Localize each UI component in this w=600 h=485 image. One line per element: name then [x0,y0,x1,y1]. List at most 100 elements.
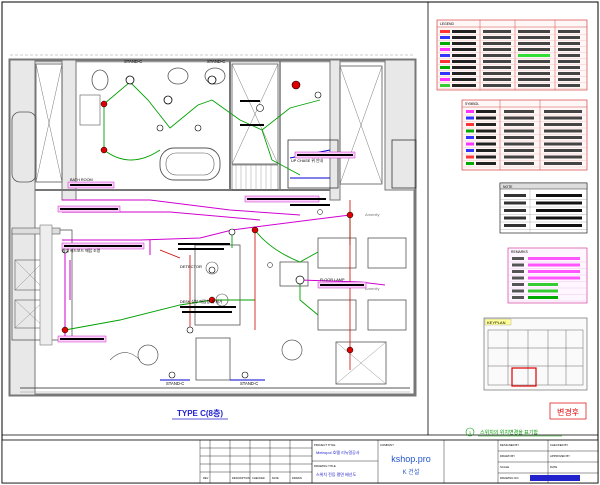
legend-a-text [452,48,476,51]
project-label: PROJECT TITLE [314,443,335,447]
legend-a-text [518,60,550,63]
legend-b-text [544,136,582,139]
legend-d-bar [528,270,580,273]
legend-a-text [518,66,550,69]
legend-a-text [518,84,550,87]
legend-a-text [558,36,580,39]
legend-a-text [518,78,550,81]
legend-d-text [512,283,524,286]
approved-by: APPROVED BY [550,454,570,458]
legend-b-text [544,149,582,152]
legend-a-swatch [440,84,450,87]
sofa-note: FLOOR LAMP [320,278,345,282]
legend-a-text [483,54,511,57]
legend-c-text [504,209,526,212]
legend-table-c-title: NOTE [503,185,513,189]
legend-c-text [536,224,582,227]
legend-a-text [483,78,511,81]
window-seat [195,337,231,381]
designed-by: DESIGNED BY [500,443,519,447]
legend-d-bar [528,263,580,267]
legend-a-text [483,60,511,63]
lamp-note: 침대 헤드보드 매립 조명 [62,248,101,253]
amenity-label-2: Amenity [365,286,379,291]
title-block: REV DESCRIPTION DATE DRAWN CHECKED PROJE… [1,439,599,484]
legend-a-text [518,42,550,45]
company-label: COMPANY [380,443,394,447]
legend-b-text [476,136,496,139]
legend-b-text [476,116,496,120]
legend-a-text [452,42,476,45]
stand-label-bottom-2: STAND-C [240,381,258,386]
legend-a-text [558,66,580,69]
legend-a-text [452,60,476,63]
legend-a-text [452,84,476,87]
legend-a-text [558,48,580,51]
legend-a-text [558,42,580,45]
legend-b-text [504,116,534,120]
brand-text: kshop.pro [391,454,431,464]
revision-stamp: 변경후 [557,407,579,417]
legend-a-text [483,30,511,33]
basin-1 [167,67,189,85]
legend-table-b: SYMBOL [461,99,588,171]
drawing-label: DRAWING TITLE [314,464,336,468]
legend-a-text [558,84,580,87]
legend-a-text [452,36,476,39]
detector-label: DETECTOR [180,264,202,269]
legend-table-c: NOTE [499,182,588,234]
drawing-no-bar [530,475,580,481]
legend-a-text [518,30,550,33]
checked-col: CHECKED [252,476,265,480]
revision-marker: 1 [469,430,472,435]
legend-b-text [504,162,534,165]
desc-col: DESCRIPTION [232,476,250,480]
legend-b-text [476,142,496,146]
legend-a-swatch [440,30,450,33]
legend-a-text [558,72,580,75]
legend-b-swatch [466,162,474,165]
legend-b-text [544,162,582,165]
legend-b-swatch [466,129,474,133]
drawn-by: DRAWN BY [500,454,515,458]
legend-b-swatch [466,110,474,113]
legend-b-swatch [466,136,474,139]
company-name: K 건설 [403,468,420,476]
legend-b-text [476,110,496,113]
bathtub-left [11,111,37,183]
legend-b-text [504,129,534,133]
legend-a-text [483,66,511,69]
legend-d-bar [528,257,580,260]
legend-b-swatch [466,149,474,152]
legend-b-text [544,155,582,159]
legend-b-text [476,123,496,126]
chase-note: UP CHASE 위 안내 [291,158,323,163]
legend-a-swatch [440,60,450,63]
legend-a-swatch [440,72,450,75]
keyplan-title: KEYPLAN [487,320,506,325]
equipment-rack [287,139,339,189]
legend-a-swatch [440,42,450,45]
legend-b-text [504,149,534,152]
light-fixtures [61,75,354,379]
legend-b-text [544,110,582,113]
drawing-no-label: DRAWING NO. [500,476,519,480]
closet-box [231,63,279,165]
drawn-col: DRAWN [292,476,302,480]
legend-d-text [512,270,524,273]
legend-a-text [518,72,550,75]
legend-a-text [483,48,511,51]
legend-b-text [504,155,534,159]
legend-b-text [504,142,534,146]
stand-label-top-1: STAND-C [124,59,142,64]
toilet [91,69,109,91]
legend-d-text [512,257,524,260]
legend-d-text [512,289,524,293]
legend-c-text [536,216,582,220]
legend-d-text [512,263,524,267]
legend-a-text [558,54,580,57]
project-title: Metropol 호텔 리뉴얼공사 [316,449,360,455]
rev-col: REV [203,476,209,480]
legend-c-text [536,209,582,212]
legend-b-text [544,129,582,133]
